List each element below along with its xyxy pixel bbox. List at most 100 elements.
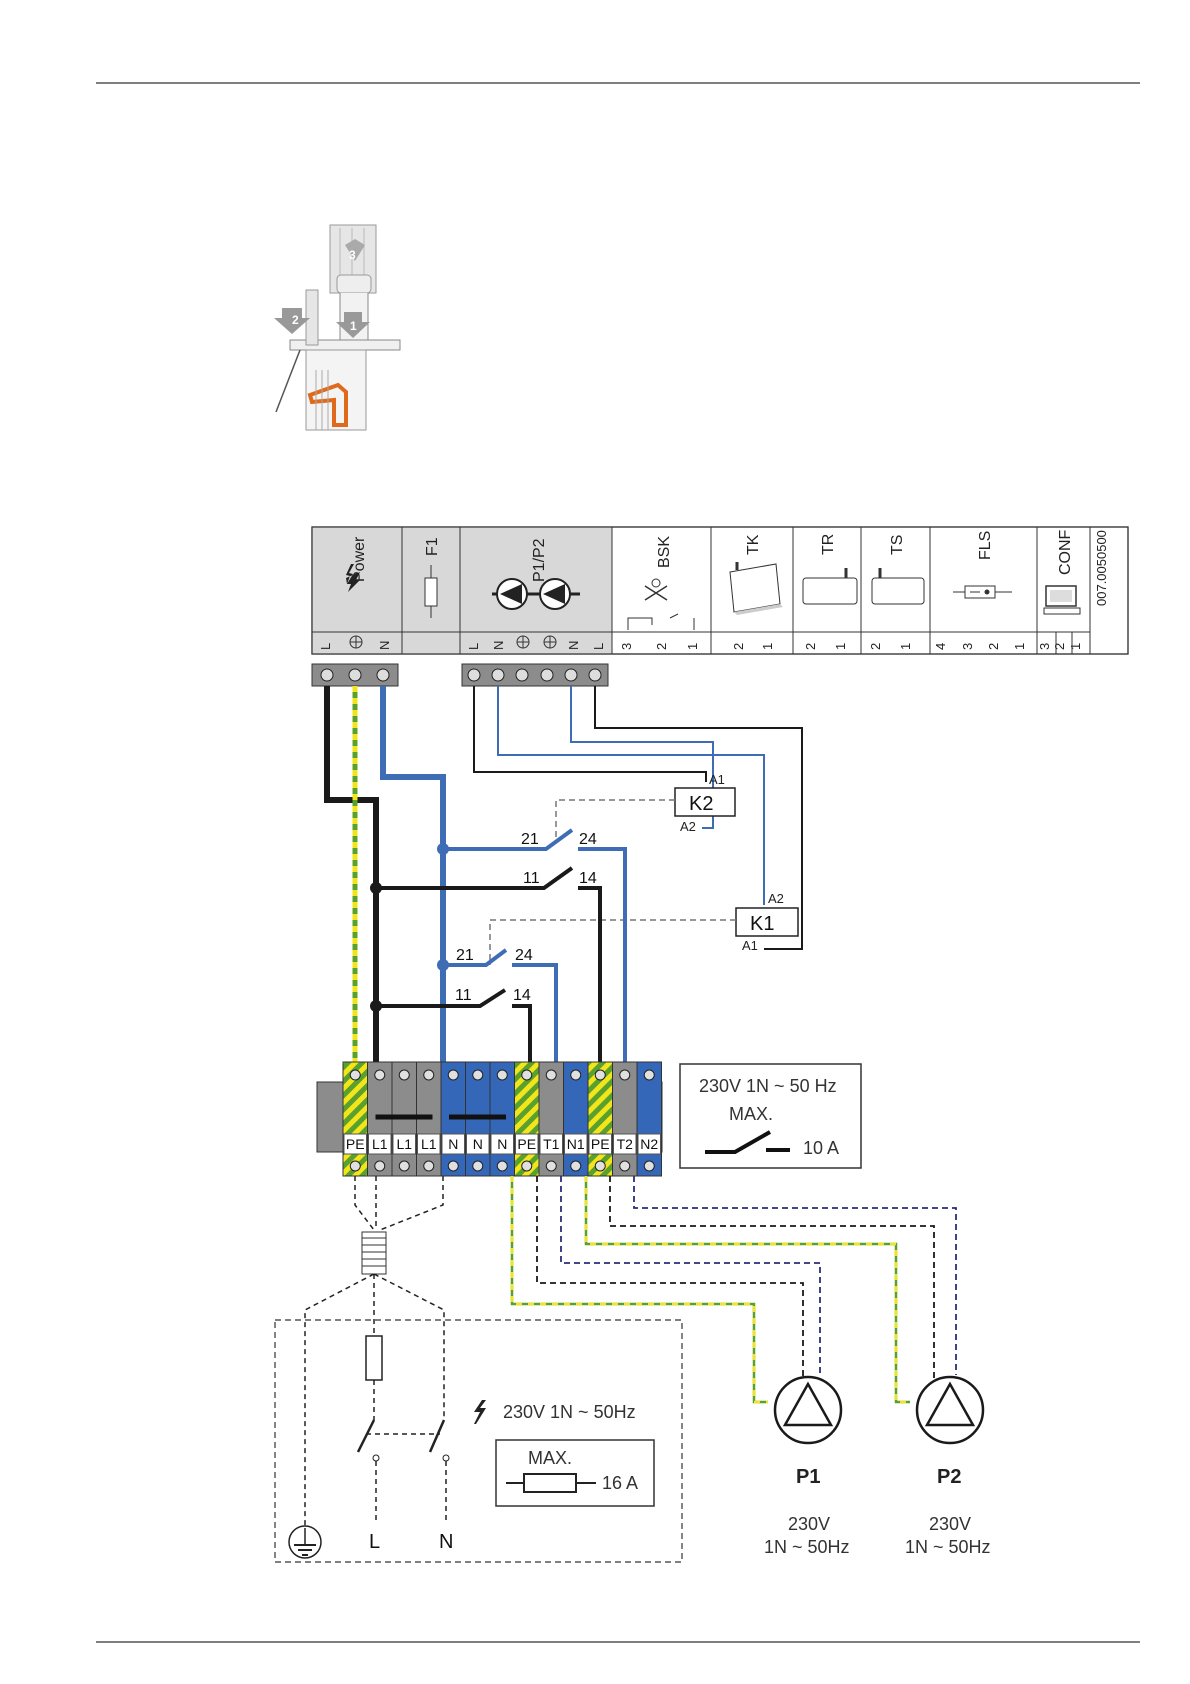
rating-box: 230V 1N ~ 50 Hz MAX. 10 A — [680, 1064, 861, 1168]
terminal-label: PE — [346, 1136, 365, 1152]
pin-label: 1 — [760, 643, 775, 650]
terminal-label: L1 — [372, 1136, 388, 1152]
terminal-screw — [546, 1070, 556, 1080]
terminal-label: T2 — [617, 1136, 634, 1152]
pin-label: N — [566, 641, 581, 650]
wire-k1-21 — [443, 950, 506, 965]
pin-label: 3 — [619, 643, 634, 650]
wire-k2-14 — [578, 888, 600, 1062]
pin-label: 1 — [833, 643, 848, 650]
terminal-label: N1 — [567, 1136, 585, 1152]
supply-cable-pe — [355, 1176, 374, 1230]
mains-supply-box: L N 230V 1N ~ 50Hz MAX. 16 A — [275, 1320, 682, 1562]
terminal-label: N2 — [640, 1136, 658, 1152]
pin-label: 2 — [986, 643, 1001, 650]
pump-connector — [462, 664, 608, 686]
pin-label: 2 — [803, 643, 818, 650]
svg-text:1: 1 — [350, 319, 357, 333]
terminal-screw — [448, 1161, 458, 1171]
column-title-tr: TR — [820, 534, 837, 555]
pin-label: 1 — [1068, 643, 1083, 650]
k1-contact-11: 11 — [455, 987, 472, 1004]
k2-contact-11: 11 — [523, 870, 540, 887]
wire-k1-24 — [512, 965, 556, 1062]
terminal-label: PE — [517, 1136, 536, 1152]
terminal-screw — [522, 1161, 532, 1171]
pin-label: N — [491, 641, 506, 650]
terminal-label: L1 — [421, 1136, 437, 1152]
terminal-screw — [399, 1161, 409, 1171]
column-title-p1p2: P1/P2 — [531, 538, 548, 582]
mains-fuse-current: 16 A — [602, 1473, 638, 1493]
pump-p2-name: P2 — [937, 1466, 961, 1488]
svg-text:3: 3 — [349, 248, 356, 262]
wire-k2-a1 — [474, 686, 706, 782]
pump-p1-spec: 1N ~ 50Hz — [764, 1537, 850, 1557]
document-code: 007.0050500 — [1094, 530, 1109, 606]
terminal-label: T1 — [543, 1136, 560, 1152]
supply-cable-n — [380, 1176, 443, 1230]
wire-k2-11 — [376, 868, 572, 888]
terminal-screw — [522, 1070, 532, 1080]
column-title-fls: FLS — [977, 531, 994, 560]
column-title-tk: TK — [745, 534, 762, 555]
mains-fuse-max: MAX. — [528, 1448, 572, 1468]
pin-label: 2 — [731, 643, 746, 650]
svg-text:2: 2 — [292, 313, 299, 327]
earth-icon — [289, 1526, 321, 1558]
rating-voltage: 230V 1N ~ 50 Hz — [699, 1076, 837, 1096]
pump-p2-spec: 1N ~ 50Hz — [905, 1537, 991, 1557]
terminal-screw — [644, 1070, 654, 1080]
pin-label: 2 — [1052, 643, 1067, 650]
terminal-screw — [473, 1161, 483, 1171]
k1-contact-21: 21 — [456, 947, 474, 964]
rating-max: MAX. — [729, 1104, 773, 1124]
pin-label: 3 — [960, 643, 975, 650]
pin-label: 3 — [1037, 643, 1052, 650]
wire-k1-14 — [512, 1006, 530, 1062]
terminal-screw — [399, 1070, 409, 1080]
mains-n-label: N — [439, 1531, 453, 1553]
terminal-screw — [375, 1161, 385, 1171]
pin-label: 2 — [654, 643, 669, 650]
terminal-screw — [448, 1070, 458, 1080]
mains-switch — [358, 1420, 444, 1452]
terminal-label: N — [473, 1136, 483, 1152]
pump-p1-name: P1 — [796, 1466, 820, 1488]
terminal-screw — [620, 1161, 630, 1171]
terminal-label: L1 — [396, 1136, 412, 1152]
terminal-label: N — [497, 1136, 507, 1152]
pin-label: 1 — [685, 643, 700, 650]
p2-cable-pe — [586, 1176, 910, 1402]
relay-k2-a2: A2 — [680, 819, 696, 834]
ground-icon — [544, 636, 556, 648]
column-title-ts: TS — [889, 535, 906, 555]
mains-fuse — [366, 1336, 382, 1380]
power-connector — [312, 664, 398, 686]
terminal-screw — [644, 1161, 654, 1171]
terminal-screw — [473, 1070, 483, 1080]
pin-label: L — [318, 643, 333, 650]
p2-cable-l — [610, 1176, 934, 1378]
terminal-screw — [620, 1070, 630, 1080]
contact-sensor-icon — [730, 562, 783, 615]
terminal-screw — [546, 1161, 556, 1171]
pin-label: 2 — [868, 643, 883, 650]
p1-cable-l — [537, 1176, 803, 1378]
pump-p2-voltage: 230V — [929, 1514, 971, 1534]
terminal-label: PE — [591, 1136, 610, 1152]
terminal-screw — [571, 1161, 581, 1171]
terminal-screw — [424, 1161, 434, 1171]
ground-icon — [517, 636, 529, 648]
terminal-screw — [350, 1070, 360, 1080]
relay-k1-a1: A1 — [742, 938, 758, 953]
terminal-screw — [497, 1070, 507, 1080]
k1-contact-24: 24 — [515, 947, 533, 964]
relay-k2-label: K2 — [689, 793, 713, 815]
pump-p1: P1 230V 1N ~ 50Hz — [764, 1377, 850, 1557]
pin-label: L — [466, 643, 481, 650]
relay-k1-a2: A2 — [768, 891, 784, 906]
lightning-icon — [474, 1400, 486, 1424]
